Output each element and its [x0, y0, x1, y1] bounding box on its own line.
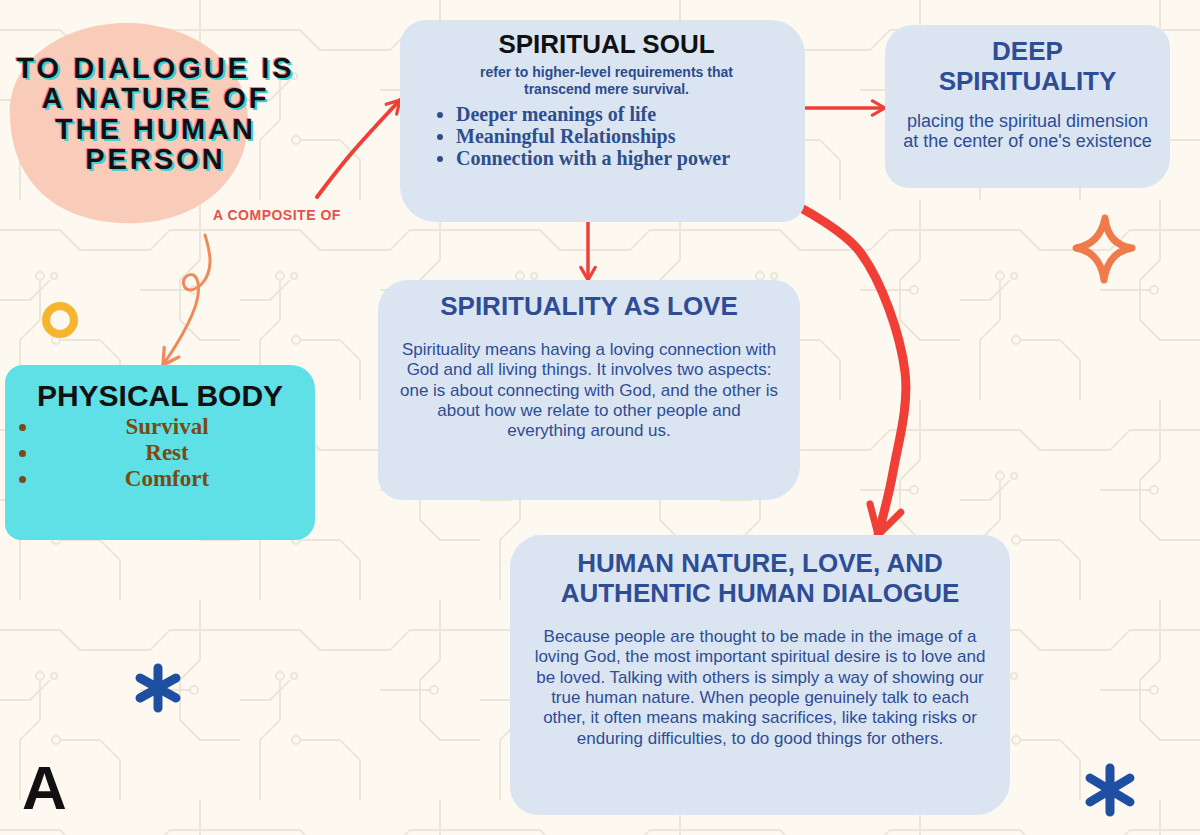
star-decor [1076, 218, 1132, 280]
box-heading: PHYSICAL BODY [25, 379, 295, 414]
box-heading: SPIRITUALITY AS LOVE [398, 292, 780, 322]
box-heading: HUMAN NATURE, LOVE, AND AUTHENTIC HUMAN … [532, 549, 988, 609]
title-blob: TO DIALOGUE IS A NATURE OF THE HUMAN PER… [0, 25, 305, 225]
diagram-title-text: TO DIALOGUE IS A NATURE OF THE HUMAN PER… [6, 53, 305, 175]
bullet-item: Comfort [39, 466, 295, 492]
edge-caption: A COMPOSITE OF [213, 207, 341, 223]
bullet-item: Deeper meanings of life [456, 103, 779, 125]
bullet-item: Connection with a higher power [456, 147, 779, 169]
connector-arrow [805, 106, 885, 110]
box-heading: SPIRITUAL SOUL [434, 30, 779, 60]
connector-arrow [586, 222, 590, 280]
box-heading: DEEP SPIRITUALITY [901, 37, 1154, 97]
body-text: Spirituality means having a loving conne… [398, 340, 780, 442]
human-nature-box: HUMAN NATURE, LOVE, AND AUTHENTIC HUMAN … [510, 535, 1010, 815]
bullet-item: Meaningful Relationships [456, 125, 779, 147]
spirituality-love-box: SPIRITUALITY AS LOVE Spirituality means h… [378, 280, 800, 500]
bullet-item: Survival [39, 414, 295, 440]
box-subtitle: refer to higher-level requirements that … [464, 64, 749, 98]
body-text: Because people are thought to be made in… [532, 627, 988, 749]
connector-arrow [317, 100, 400, 197]
physical-body-box: PHYSICAL BODYSurvivalRestComfort [5, 365, 315, 540]
spiritual-soul-box: SPIRITUAL SOUL refer to higher-level requ… [400, 20, 805, 222]
connector-arrow [801, 208, 906, 535]
page-letter: A [22, 752, 67, 823]
deep-spirituality-box: DEEP SPIRITUALITY placing the spiritual d… [885, 25, 1170, 188]
ring-decor [46, 306, 74, 334]
connector-arrow [163, 235, 210, 365]
body-text: placing the spiritual dimension at the c… [901, 111, 1154, 152]
bullet-item: Rest [39, 440, 295, 466]
